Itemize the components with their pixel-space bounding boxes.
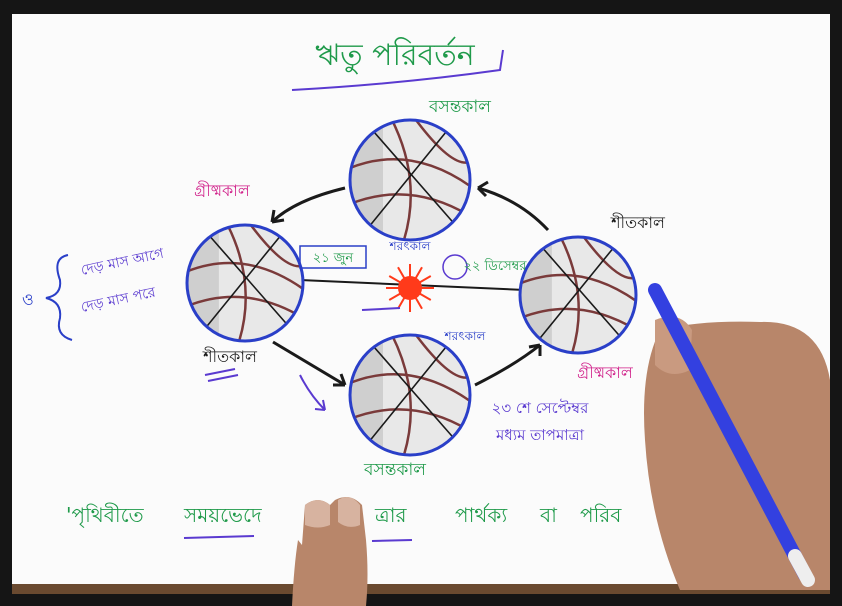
sentence-underlines — [183, 307, 413, 542]
label-top-below: শরৎকাল — [389, 239, 432, 253]
marker-pen — [648, 283, 815, 587]
label-right-above: শীতকাল — [610, 213, 666, 232]
sentence-word: পরিব — [580, 503, 622, 527]
date-bottom: ২৩ শে সেপ্টেম্বর — [492, 399, 590, 417]
sentence-word: ত্রার — [374, 503, 407, 527]
label-bottom-below: বসন্তকাল — [363, 460, 426, 480]
date-box-left — [299, 245, 367, 269]
purple-arrow — [299, 374, 326, 411]
bottom-sentence: 'পৃথিবীতে সময়ভেদে ত্রার পার্থক্য বা পরি… — [66, 503, 622, 527]
brace — [45, 254, 73, 341]
circle-mark — [442, 254, 468, 280]
title-underline — [291, 49, 504, 91]
globe-top — [348, 118, 472, 242]
brace-mark: ও — [22, 290, 34, 309]
underline-left — [204, 368, 239, 382]
date-right: ২২ ডিসেম্বর — [464, 258, 528, 274]
label-bottom-above: শরৎকাল — [444, 329, 487, 343]
label-left-below: শীতকাল — [202, 347, 258, 366]
sentence-word: পার্থক্য — [455, 503, 508, 527]
globe-left — [185, 223, 305, 343]
sentence-word: 'পৃথিবীতে — [66, 503, 145, 527]
globe-bottom — [348, 333, 472, 457]
sentence-word: বা — [539, 503, 558, 527]
globe-right — [518, 235, 638, 355]
note-bottom: মধ্যম তাপমাত্রা — [495, 426, 585, 444]
sun-icon — [386, 264, 434, 312]
sentence-word: সময়ভেদে — [183, 503, 262, 527]
label-left-above: গ্রীষ্মকাল — [194, 181, 251, 200]
date-left: ২১ জুন — [313, 251, 354, 266]
table-edge — [12, 584, 830, 594]
title: ঋতু পরিবর্তন — [315, 37, 476, 74]
orbit-arrows — [270, 180, 550, 387]
label-right-below: গ্রীষ্মকাল — [577, 363, 634, 382]
label-top-above: বসন্তকাল — [428, 97, 491, 117]
